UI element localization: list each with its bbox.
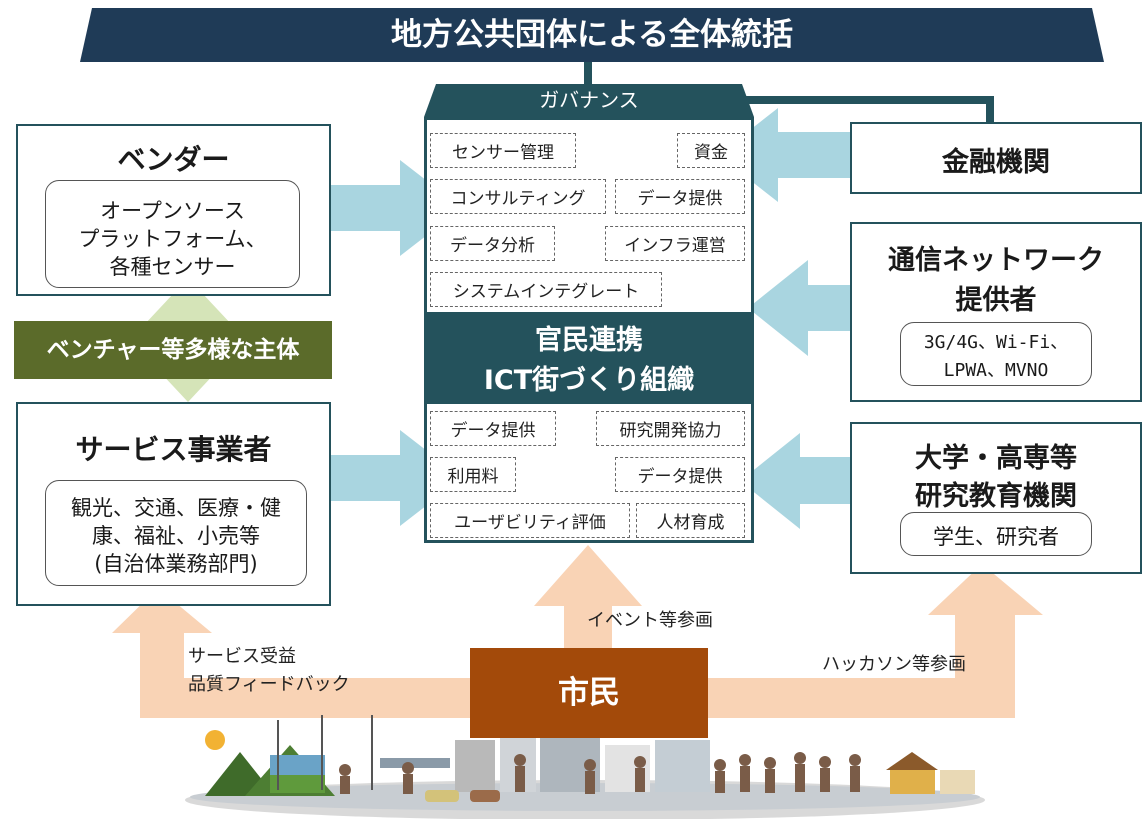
center-title-line1: 官民連携	[535, 325, 643, 356]
governance-header-shape	[424, 84, 754, 117]
label-quality-feedback: 品質フィードバック	[188, 674, 350, 695]
center-title-line2: ICT街づくり組織	[483, 365, 695, 396]
university-box	[850, 422, 1142, 574]
network-desc-line2: LPWA、MVNO	[943, 360, 1049, 381]
network-title-line2: 提供者	[955, 285, 1037, 316]
network-desc-line1: 3G/4G、Wi-Fi、	[923, 332, 1069, 353]
tag-data-provision-top: データ提供	[615, 179, 745, 214]
university-title-line2: 研究教育機関	[915, 481, 1077, 512]
tag-data-provision-bottom-2: データ提供	[615, 457, 745, 492]
citizen-to-service-arrow	[112, 588, 478, 718]
university-title-line1: 大学・高専等	[915, 443, 1077, 474]
venture-label: ベンチャー等多様な主体	[14, 321, 332, 379]
service-desc-line3: (自治体業務部門)	[94, 552, 258, 576]
tag-funding: 資金	[677, 133, 745, 168]
network-title-line1: 通信ネットワーク	[888, 245, 1104, 276]
university-desc: 学生、研究者	[933, 525, 1059, 549]
tag-usage-fee: 利用料	[430, 457, 516, 492]
tag-system-integration: システムインテグレート	[430, 272, 662, 307]
university-description	[900, 512, 1092, 556]
vendor-description	[45, 180, 300, 288]
vendor-box	[16, 124, 331, 296]
tag-human-resource-development: 人材育成	[636, 503, 745, 538]
label-event-participation: イベント等参画	[587, 610, 713, 631]
tag-usability-evaluation: ユーザビリティ評価	[430, 503, 630, 538]
network-description	[900, 322, 1092, 386]
service-desc-line1: 観光、交通、医療・健	[71, 496, 281, 520]
network-to-center-arrow	[748, 260, 850, 356]
tag-data-analysis: データ分析	[430, 226, 555, 261]
tag-data-provision-bottom-1: データ提供	[430, 411, 556, 446]
vendor-title: ベンダー	[117, 143, 230, 176]
network-provider-box	[850, 222, 1142, 402]
citizen-to-university-arrow	[708, 564, 1043, 718]
tag-sensor-management: センサー管理	[430, 133, 576, 168]
vendor-desc-line3: 各種センサー	[109, 255, 236, 279]
service-desc-line2: 康、福祉、小売等	[92, 524, 260, 548]
label-hackathon-participation: ハッカソン等参画	[822, 654, 966, 675]
tag-rnd-cooperation: 研究開発協力	[596, 411, 745, 446]
finance-connector-line	[742, 96, 994, 122]
banner-title: 地方公共団体による全体統括	[390, 17, 794, 53]
banner-shape	[80, 8, 1104, 62]
finance-title: 金融機関	[942, 147, 1050, 178]
governance-label: ガバナンス	[539, 88, 639, 112]
label-service-benefit: サービス受益	[188, 646, 296, 667]
vendor-desc-line2: プラットフォーム、	[78, 227, 267, 251]
center-title-band	[427, 312, 751, 404]
service-provider-box	[16, 402, 331, 606]
vendor-desc-line1: オープンソース	[100, 199, 245, 223]
tag-consulting: コンサルティング	[430, 179, 606, 214]
citizen-box: 市民	[470, 648, 708, 738]
finance-box	[850, 122, 1142, 194]
tag-infrastructure-operation: インフラ運営	[605, 226, 745, 261]
city-illustration	[185, 715, 985, 819]
service-provider-title: サービス事業者	[75, 433, 272, 466]
service-provider-description	[45, 480, 307, 586]
university-to-center-arrow	[740, 433, 850, 529]
banner-connector	[584, 62, 592, 84]
citizen-to-center-arrow	[534, 545, 642, 650]
